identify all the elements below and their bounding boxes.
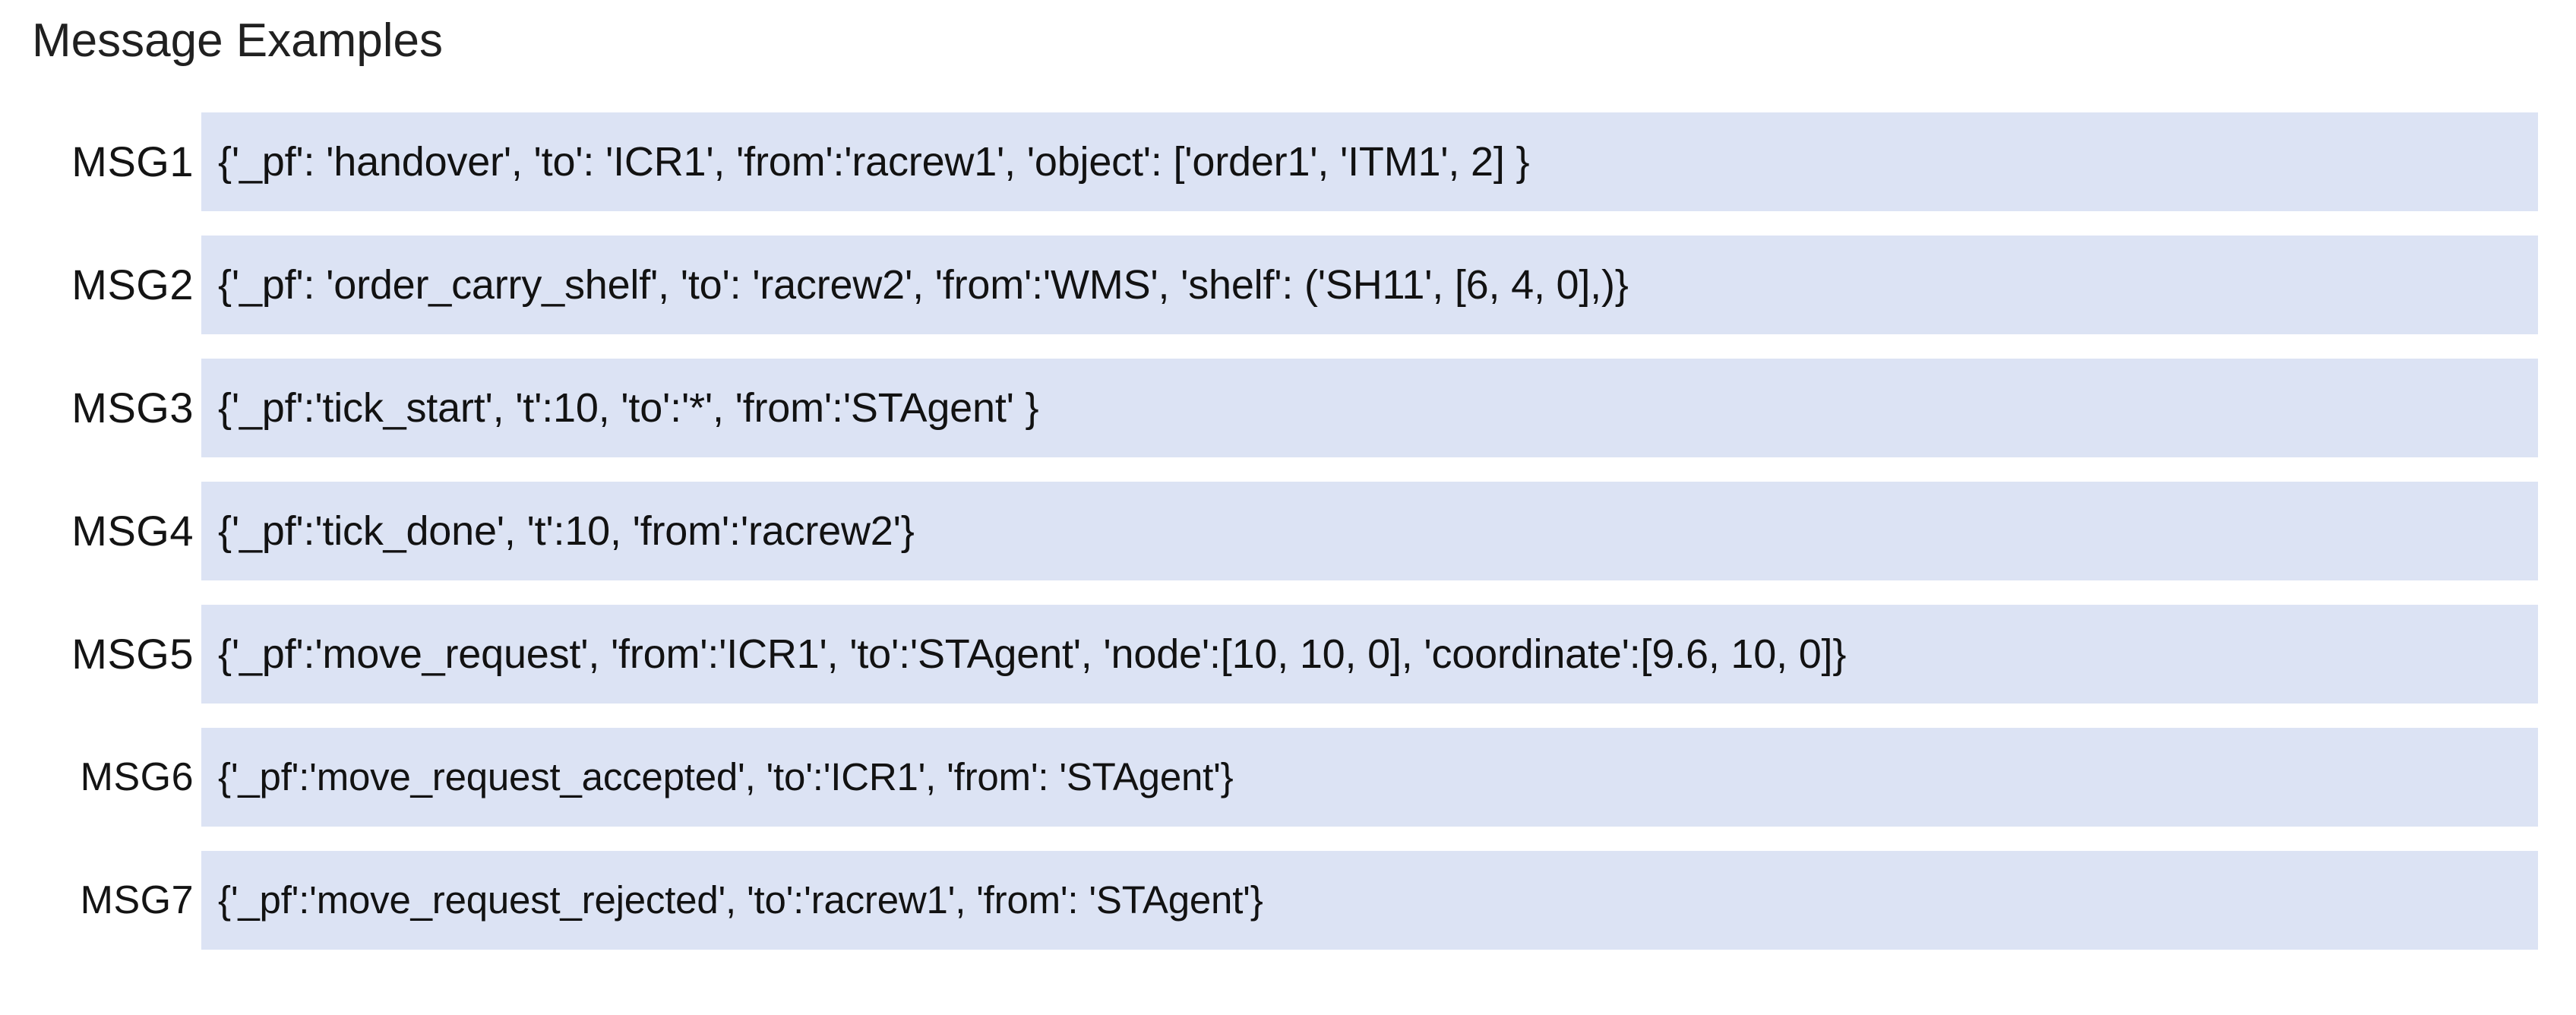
message-text-msg1: {'_pf': 'handover', 'to': 'ICR1', 'from'…: [201, 112, 2538, 211]
message-text-msg2: {'_pf': 'order_carry_shelf', 'to': 'racr…: [201, 236, 2538, 334]
message-label-msg3: MSG3: [71, 384, 194, 432]
message-label-msg4: MSG4: [71, 507, 194, 555]
message-row-6: MSG6 {'_pf':'move_request_accepted', 'to…: [0, 728, 2576, 827]
message-text-msg6: {'_pf':'move_request_accepted', 'to':'IC…: [201, 728, 2538, 827]
message-list: MSG1 {'_pf': 'handover', 'to': 'ICR1', '…: [0, 112, 2576, 974]
message-label-msg7: MSG7: [80, 878, 194, 922]
message-row-7: MSG7 {'_pf':'move_request_rejected', 'to…: [0, 851, 2576, 950]
message-text-msg4: {'_pf':'tick_done', 't':10, 'from':'racr…: [201, 482, 2538, 580]
message-text-msg5: {'_pf':'move_request', 'from':'ICR1', 't…: [201, 605, 2538, 704]
message-row-5: MSG5 {'_pf':'move_request', 'from':'ICR1…: [0, 605, 2576, 704]
message-text-msg3: {'_pf':'tick_start', 't':10, 'to':'*', '…: [201, 359, 2538, 457]
message-label-msg1: MSG1: [71, 138, 194, 185]
message-label-msg2: MSG2: [71, 261, 194, 308]
message-text-msg7: {'_pf':'move_request_rejected', 'to':'ra…: [201, 851, 2538, 950]
message-label-msg5: MSG5: [71, 630, 194, 678]
message-row-2: MSG2 {'_pf': 'order_carry_shelf', 'to': …: [0, 236, 2576, 334]
message-row-4: MSG4 {'_pf':'tick_done', 't':10, 'from':…: [0, 482, 2576, 580]
page-title: Message Examples: [32, 14, 444, 67]
message-row-3: MSG3 {'_pf':'tick_start', 't':10, 'to':'…: [0, 359, 2576, 457]
message-row-1: MSG1 {'_pf': 'handover', 'to': 'ICR1', '…: [0, 112, 2576, 211]
message-label-msg6: MSG6: [80, 755, 194, 799]
